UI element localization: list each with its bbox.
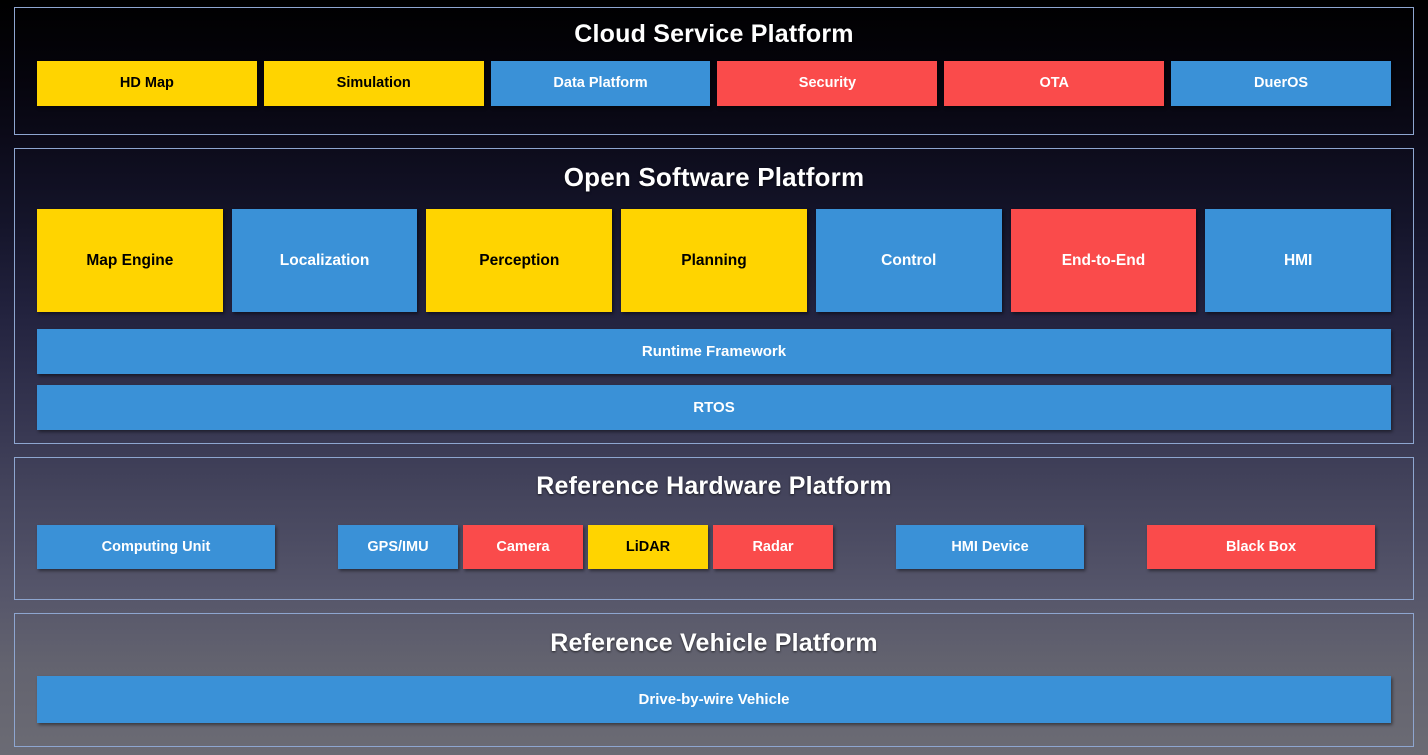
software-box-perception[interactable]: Perception xyxy=(426,209,613,312)
hardware-box-radar[interactable]: Radar xyxy=(713,525,833,569)
layer-title-reference-vehicle-platform: Reference Vehicle Platform xyxy=(550,629,878,657)
software-box-control[interactable]: Control xyxy=(815,209,1002,312)
hardware-spacer-2 xyxy=(833,525,896,569)
architecture-diagram: Cloud Service Platform HD Map Simulation… xyxy=(14,7,1414,748)
hardware-box-camera[interactable]: Camera xyxy=(463,525,583,569)
software-box-localization[interactable]: Localization xyxy=(231,209,418,312)
hardware-box-gps-imu[interactable]: GPS/IMU xyxy=(338,525,458,569)
hardware-box-lidar[interactable]: LiDAR xyxy=(588,525,708,569)
software-box-planning[interactable]: Planning xyxy=(621,209,807,312)
hardware-box-computing-unit[interactable]: Computing Unit xyxy=(37,525,275,569)
layer-reference-hardware-platform: Reference Hardware Platform Computing Un… xyxy=(14,457,1414,600)
cloud-service-box-row: HD Map Simulation Data Platform Security… xyxy=(37,61,1391,106)
layer-reference-vehicle-platform: Reference Vehicle Platform Drive-by-wire… xyxy=(14,613,1414,747)
layer-title-reference-hardware-platform: Reference Hardware Platform xyxy=(536,472,892,500)
cloud-box-hd-map[interactable]: HD Map xyxy=(37,61,257,106)
cloud-box-ota[interactable]: OTA xyxy=(944,61,1165,106)
cloud-box-data-platform[interactable]: Data Platform xyxy=(490,61,711,106)
hardware-box-row: Computing Unit GPS/IMU Camera LiDAR Rada… xyxy=(37,525,1391,569)
layer-open-software-platform: Open Software Platform Map Engine Locali… xyxy=(14,148,1414,444)
vehicle-bar-drive-by-wire-vehicle[interactable]: Drive-by-wire Vehicle xyxy=(37,676,1391,723)
software-bar-runtime-framework[interactable]: Runtime Framework xyxy=(37,329,1391,374)
hardware-spacer-1 xyxy=(275,525,338,569)
software-box-hmi[interactable]: HMI xyxy=(1205,209,1392,312)
hardware-box-black-box[interactable]: Black Box xyxy=(1147,525,1375,569)
cloud-box-simulation[interactable]: Simulation xyxy=(263,61,484,106)
hardware-box-hmi-device[interactable]: HMI Device xyxy=(896,525,1084,569)
software-module-row: Map Engine Localization Perception Plann… xyxy=(37,209,1392,312)
layer-cloud-service-platform: Cloud Service Platform HD Map Simulation… xyxy=(14,7,1414,135)
hardware-spacer-3 xyxy=(1084,525,1147,569)
layer-title-open-software-platform: Open Software Platform xyxy=(563,162,865,192)
cloud-box-dueros[interactable]: DuerOS xyxy=(1171,61,1391,106)
layer-title-cloud-service-platform: Cloud Service Platform xyxy=(574,20,854,48)
cloud-box-security[interactable]: Security xyxy=(717,61,938,106)
software-box-map-engine[interactable]: Map Engine xyxy=(37,209,223,312)
software-box-end-to-end[interactable]: End-to-End xyxy=(1010,209,1197,312)
software-bar-rtos[interactable]: RTOS xyxy=(37,385,1391,430)
